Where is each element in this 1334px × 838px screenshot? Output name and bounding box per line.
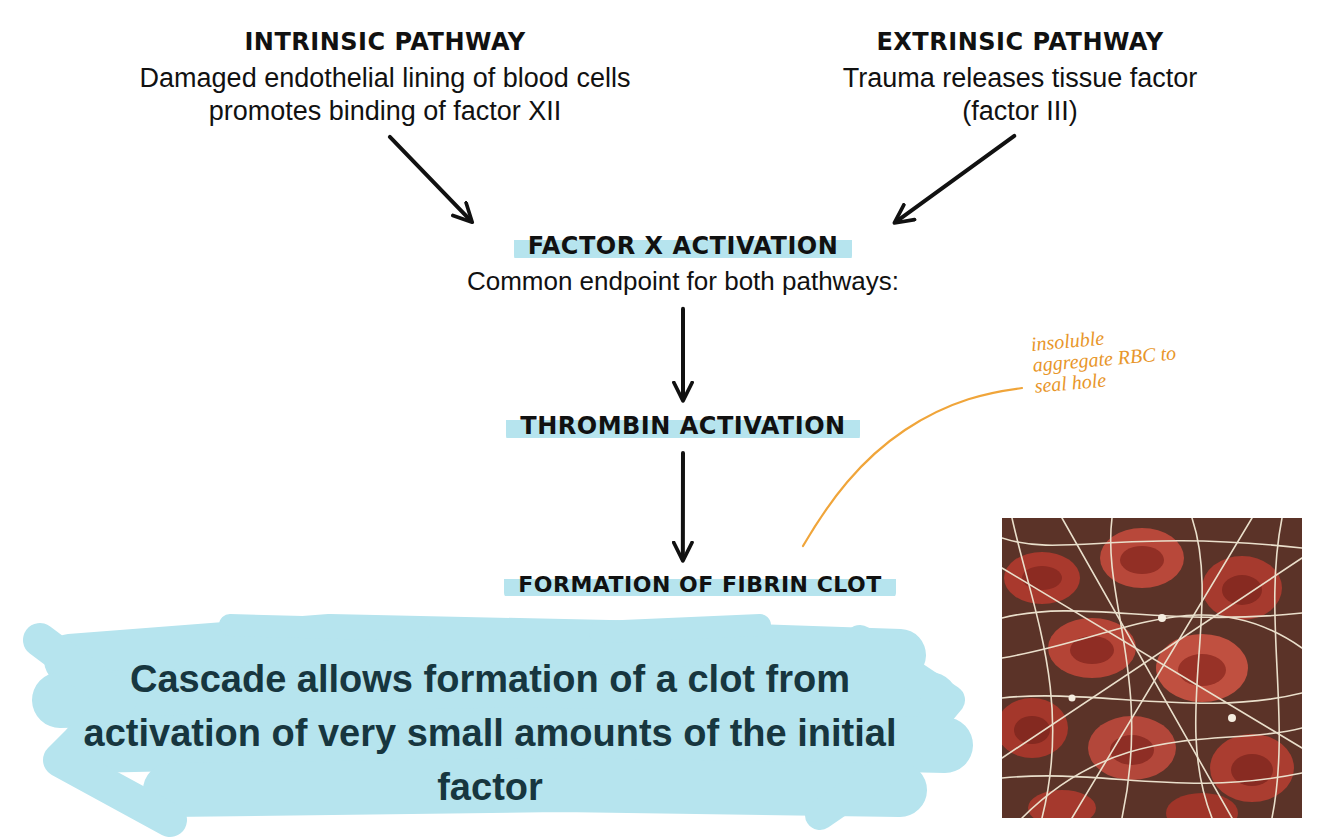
text-row: FORMATION OF FIBRIN CLOT (446, 570, 954, 599)
fibrin-strand (1002, 615, 1302, 658)
red-cell (1222, 575, 1262, 605)
process-step: FORMATION OF FIBRIN CLOT (440, 566, 960, 603)
text-row: FACTOR X ACTIVATION (409, 230, 957, 262)
fibrin-strand (1111, 518, 1132, 818)
process-step: FACTOR X ACTIVATION Common endpoint for b… (403, 226, 963, 302)
handwritten-note: insoluble aggregate RBC to seal hole (1030, 321, 1185, 397)
fibrin-strand (1192, 518, 1212, 818)
step-heading: THROMBIN ACTIVATION (506, 410, 859, 442)
summary-caption: Cascade allows formation of a clot from … (80, 652, 900, 814)
platelet (1069, 695, 1076, 702)
fibrin-strand (1002, 611, 1302, 618)
connector-group (390, 136, 1014, 559)
fibrin-strand (1062, 518, 1232, 818)
process-step: EXTRINSIC PATHWAY Trauma releases tissue … (800, 22, 1240, 132)
process-step: THROMBIN ACTIVATION (453, 406, 913, 446)
text-row: Common endpoint for both pathways: (409, 262, 957, 298)
flow-arrow (681, 453, 685, 559)
brush-stroke (230, 625, 760, 632)
text-row: EXTRINSIC PATHWAY (806, 26, 1234, 58)
text-row: Trauma releases tissue factor (factor II… (806, 58, 1234, 128)
red-cell (1004, 552, 1080, 604)
flow-arrow (681, 309, 685, 399)
brush-stroke (70, 640, 900, 660)
step-description: Common endpoint for both pathways: (467, 266, 899, 298)
process-step: INTRINSIC PATHWAY Damaged endothelial lin… (125, 22, 645, 132)
fibrin-strand (1022, 728, 1302, 818)
fibrin-strands (1002, 518, 1302, 818)
fibrin-strand (1002, 693, 1302, 703)
step-heading: FACTOR X ACTIVATION (514, 230, 853, 262)
red-cell (1202, 556, 1282, 620)
step-heading: INTRINSIC PATHWAY (230, 26, 539, 58)
step-description: Trauma releases tissue factor (factor II… (806, 62, 1234, 128)
platelets (1069, 614, 1237, 722)
fibrin-strand (1012, 518, 1053, 818)
fibrin-strand (1272, 518, 1282, 818)
platelet (1158, 614, 1166, 622)
caption-highlight (40, 625, 950, 820)
text-row: THROMBIN ACTIVATION (459, 410, 907, 442)
flow-arrow (896, 136, 1014, 222)
platelet (1228, 714, 1236, 722)
blood-clot-micrograph (1002, 518, 1302, 818)
fibrin-strand (1002, 558, 1302, 758)
text-row: Damaged endothelial lining of blood cell… (131, 58, 639, 128)
red-blood-cells (1002, 528, 1294, 818)
text-row: INTRINSIC PATHWAY (131, 26, 639, 58)
step-description: Damaged endothelial lining of blood cell… (131, 62, 639, 128)
red-cell (1002, 698, 1068, 758)
red-cell (1120, 546, 1164, 574)
red-cell (1210, 734, 1294, 802)
red-cell (1178, 654, 1226, 686)
fibrin-strand (1072, 518, 1252, 818)
micrograph-background (1002, 518, 1302, 818)
flow-arrow (390, 137, 471, 221)
red-cell (1166, 793, 1238, 818)
red-cell (1100, 528, 1184, 588)
fibrin-strand (1002, 773, 1302, 783)
fibrin-strand (1002, 538, 1302, 548)
step-heading: EXTRINSIC PATHWAY (862, 26, 1177, 58)
step-heading: FORMATION OF FIBRIN CLOT (504, 570, 896, 599)
